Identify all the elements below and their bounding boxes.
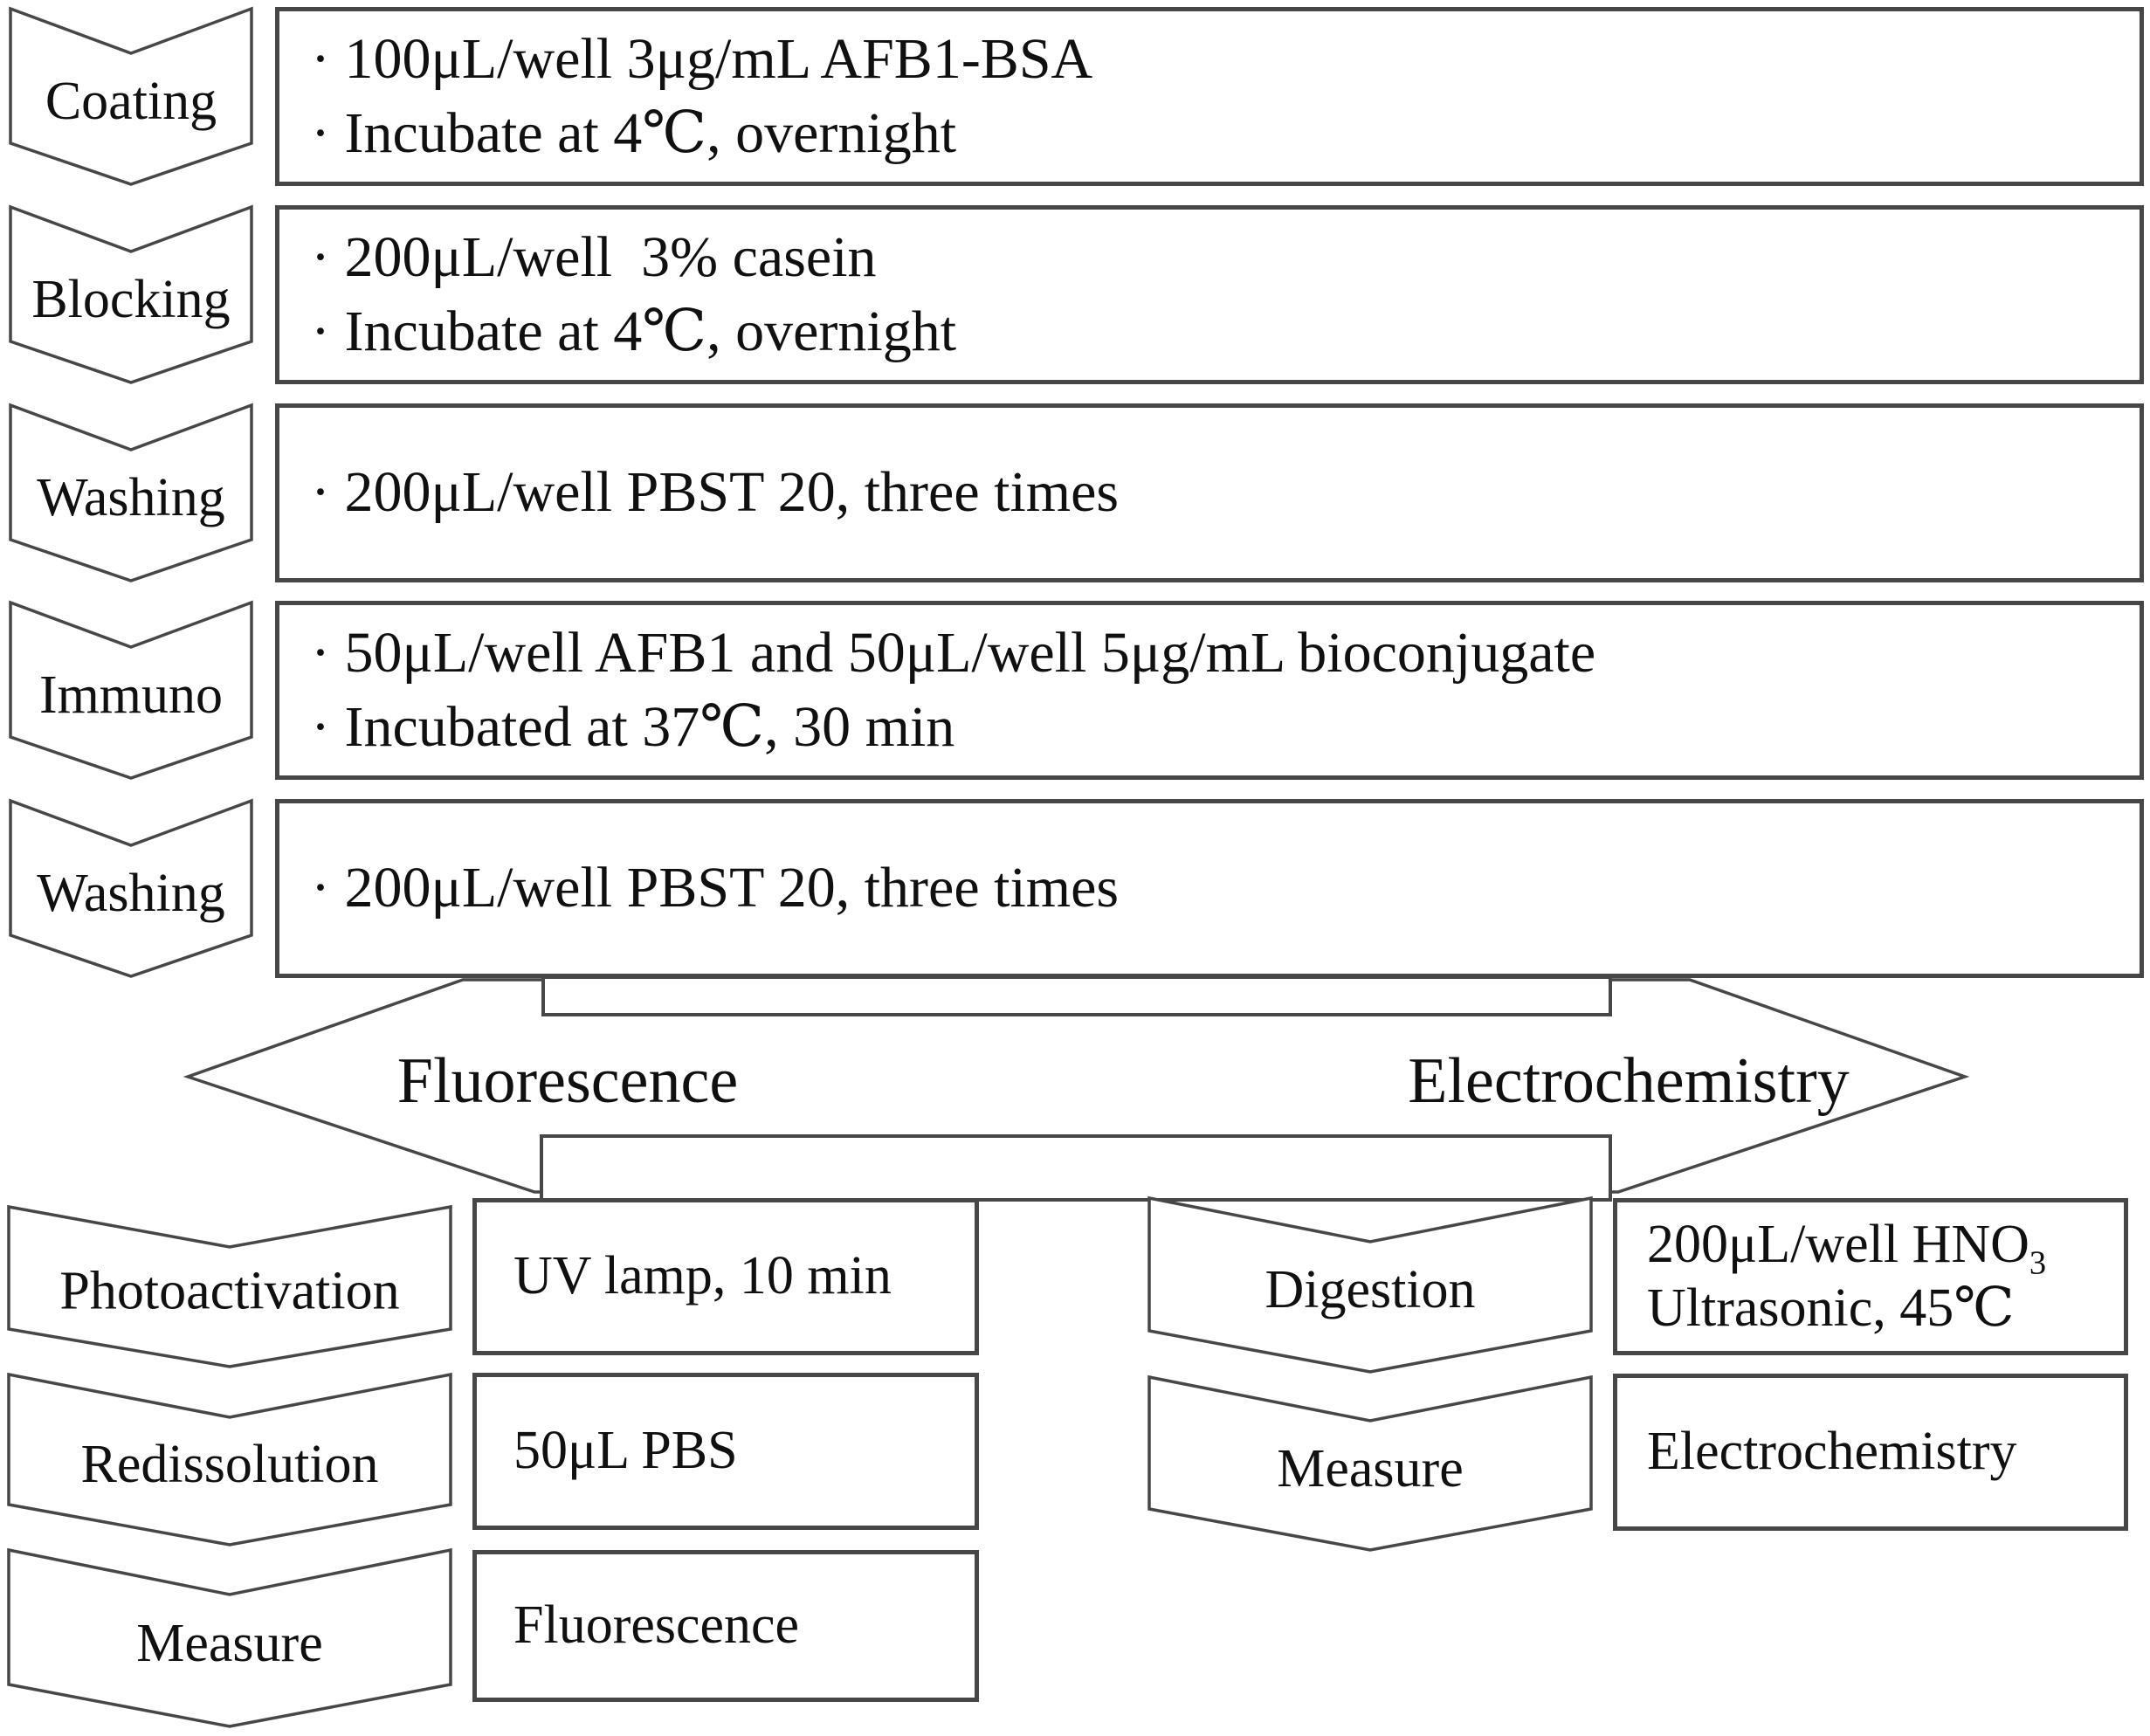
box-text-line: · 100μL/well 3μg/mL AFB1-BSA	[311, 27, 1093, 92]
chevron-washing-1	[9, 403, 253, 582]
box-text-line: · Incubate at 4℃, overnight	[311, 299, 957, 363]
chevron-shape	[1147, 1374, 1593, 1552]
step-box-uv-lamp: UV lamp, 10 min	[472, 1198, 979, 1355]
step-label-blocking: Blocking	[31, 270, 231, 330]
step-box-pbs: 50μL PBS	[472, 1373, 979, 1530]
step-box-coating: · 100μL/well 3μg/mL AFB1-BSA · Incubate …	[275, 7, 2144, 186]
box-text-line: Fluorescence	[513, 1595, 800, 1656]
chevron-shape	[9, 403, 253, 582]
box-text-line: Electrochemistry	[1647, 1422, 2017, 1482]
chevron-shape	[9, 798, 253, 978]
chevron-coating	[9, 6, 253, 186]
connector-bottom-bar	[540, 1134, 1612, 1202]
chevron-redissolution	[7, 1372, 452, 1547]
chevron-measure-electrochemistry	[1147, 1374, 1593, 1552]
step-label-washing-1: Washing	[37, 468, 225, 528]
chevron-shape	[7, 1547, 452, 1728]
hno3-subscript: 3	[2029, 1244, 2047, 1282]
chevron-immuno	[9, 600, 253, 780]
step-box-blocking: · 200μL/well 3% casein · Incubate at 4℃,…	[275, 205, 2144, 384]
hno3-text: 200μL/well HNO	[1647, 1214, 2029, 1274]
step-label-immuno: Immuno	[38, 665, 224, 726]
step-box-washing-1: · 200μL/well PBST 20, three times	[275, 403, 2144, 582]
box-text-line: · Incubated at 37℃, 30 min	[311, 694, 955, 759]
box-text-line: · Incubate at 4℃, overnight	[311, 100, 957, 165]
branch-label-fluorescence: Fluorescence	[396, 1044, 739, 1117]
box-text-line: · 200μL/well PBST 20, three times	[311, 856, 1120, 920]
box-text-line: · 50μL/well AFB1 and 50μL/well 5μg/mL bi…	[311, 621, 1596, 685]
step-box-digestion: 200μL/well HNO3 Ultrasonic, 45℃	[1613, 1198, 2128, 1355]
step-label-washing-2: Washing	[37, 864, 225, 924]
chevron-shape	[9, 600, 253, 780]
chevron-blocking	[9, 204, 253, 384]
step-label-measure-fluorescence: Measure	[136, 1614, 323, 1674]
chevron-shape	[9, 6, 253, 186]
box-text-line: UV lamp, 10 min	[513, 1246, 892, 1306]
chevron-shape	[7, 1204, 452, 1368]
chevron-shape	[1147, 1195, 1593, 1374]
box-text-line: · 200μL/well 3% casein	[311, 225, 877, 290]
step-label-photoactivation: Photoactivation	[59, 1262, 400, 1322]
step-label-measure-electrochemistry: Measure	[1277, 1439, 1464, 1499]
connector-top-bar	[541, 975, 1612, 1016]
step-box-washing-2: · 200μL/well PBST 20, three times	[275, 799, 2144, 978]
step-label-digestion: Digestion	[1265, 1260, 1476, 1320]
box-text-line: · 200μL/well PBST 20, three times	[311, 460, 1120, 525]
box-text-line: Ultrasonic, 45℃	[1647, 1278, 2015, 1338]
step-box-immuno: · 50μL/well AFB1 and 50μL/well 5μg/mL bi…	[275, 601, 2144, 780]
step-label-redissolution: Redissolution	[80, 1435, 379, 1495]
chevron-digestion	[1147, 1195, 1593, 1374]
chevron-measure-fluorescence	[7, 1547, 452, 1728]
box-text-line: 50μL PBS	[513, 1421, 738, 1481]
branch-label-electrochemistry: Electrochemistry	[1408, 1044, 1850, 1117]
box-text-line: 200μL/well HNO3	[1647, 1213, 2124, 1280]
step-label-coating: Coating	[45, 72, 217, 132]
chevron-washing-2	[9, 798, 253, 978]
step-box-electrochemistry-measure: Electrochemistry	[1613, 1374, 2128, 1531]
chevron-photoactivation	[7, 1204, 452, 1368]
chevron-shape	[9, 204, 253, 384]
step-box-fluorescence-measure: Fluorescence	[472, 1550, 979, 1702]
chevron-shape	[7, 1372, 452, 1547]
